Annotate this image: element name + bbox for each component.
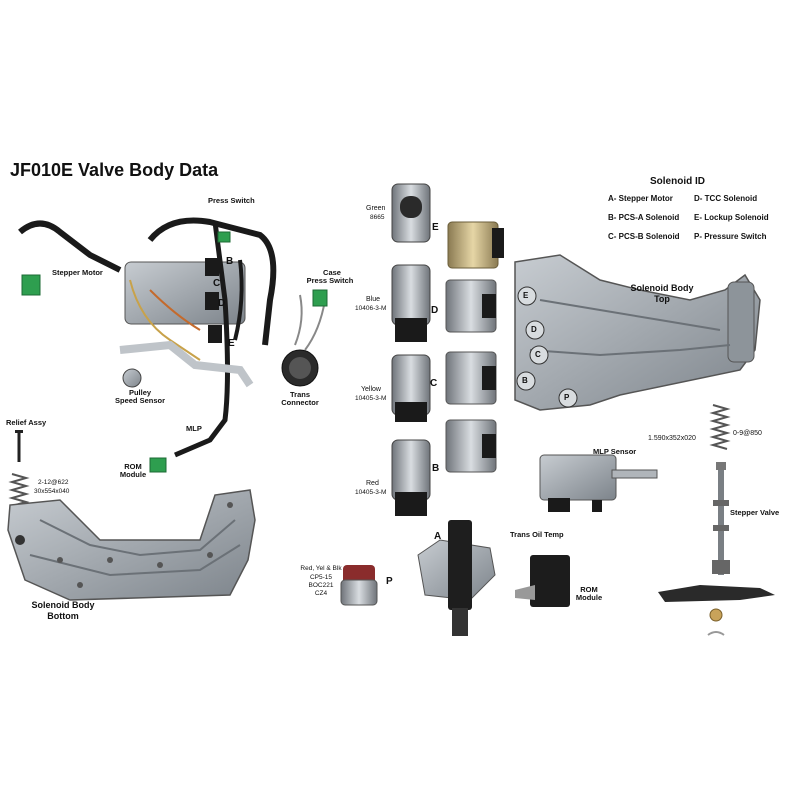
press-switch-connector — [217, 231, 231, 243]
connector-label: Connector — [281, 398, 319, 407]
mlp-sensor-label: MLP Sensor — [593, 447, 637, 456]
case-label: Case — [323, 268, 341, 277]
solenoid-b-part: 10405-3-M — [355, 489, 387, 496]
pressure-switch-part-1: CP5-15 — [309, 574, 333, 581]
trans-oil-temp-label: Trans Oil Temp — [510, 530, 564, 539]
solenoid-e-color: Green — [366, 205, 386, 212]
pulley-speed-sensor — [122, 368, 142, 388]
rom-module-part — [515, 555, 570, 607]
stepper-spring-spec-2: 0-9@850 — [733, 430, 762, 437]
relief-assembly — [8, 430, 30, 507]
pressure-switch — [340, 565, 378, 606]
top-body-letter-p: P — [564, 393, 570, 402]
solenoid-body-top-label-2: Top — [654, 294, 670, 304]
solenoid-c-color: Yellow — [361, 386, 381, 393]
press-switch-case-label: Press Switch — [306, 276, 354, 285]
pressure-switch-colors: Red, Yel & Blk — [300, 565, 342, 572]
top-body-letter-d: D — [531, 325, 537, 334]
harness-letter-c: C — [213, 278, 221, 289]
solenoid-id-p: P- Pressure Switch — [694, 232, 767, 241]
speed-sensor-label: Speed Sensor — [114, 396, 166, 405]
solenoid-id-a: A- Stepper Motor — [608, 194, 673, 203]
pressure-switch-part-3: CZ4 — [314, 590, 328, 597]
solenoid-body-top-plate — [514, 254, 761, 411]
stepper-valve-label: Stepper Valve — [730, 508, 780, 517]
solenoid-e-body — [447, 221, 499, 269]
solenoid-id-e: E- Lockup Solenoid — [694, 213, 769, 222]
stepper-motor-part — [417, 520, 496, 636]
harness-letter-b: B — [226, 256, 234, 267]
harness-letter-d: D — [218, 298, 226, 309]
solenoid-b-color: Red — [366, 480, 379, 487]
pressure-switch-letter: P — [386, 576, 393, 587]
solenoid-column — [391, 183, 504, 516]
solenoid-id-b: B- PCS-A Solenoid — [608, 213, 680, 222]
case-press-switch-connector — [312, 289, 328, 307]
press-switch-label: Press Switch — [208, 196, 255, 205]
harness-letter-e: E — [228, 338, 235, 349]
solenoid-d-color: Blue — [366, 296, 381, 303]
pulley-label: Pulley — [128, 388, 152, 397]
solenoid-body-bottom-label-1: Solenoid Body — [31, 600, 95, 610]
rom-module2-label-1: ROM — [580, 585, 598, 594]
trans-label: Trans — [289, 390, 310, 399]
stepper-motor-connector — [21, 274, 41, 296]
rom-module-connector — [149, 457, 167, 473]
top-body-letter-e: E — [523, 291, 529, 300]
mlp-sensor-part — [539, 454, 658, 512]
solenoid-b-letter: B — [432, 463, 440, 474]
relief-spring-spec-2: 30x554x040 — [34, 488, 70, 495]
relief-assy-label: Relief Assy — [6, 418, 47, 427]
solenoid-c-part: 10405-3-M — [355, 395, 387, 402]
stepper-valve-assembly — [658, 404, 775, 636]
relief-spring-spec-1: 2-12@622 — [38, 479, 69, 486]
solenoid-id-c: C- PCS-B Solenoid — [608, 232, 680, 241]
solenoid-body-bottom-label-2: Bottom — [47, 611, 79, 621]
solenoid-d-part: 10406-3-M — [355, 305, 387, 312]
top-body-letter-c: C — [535, 350, 541, 359]
wiring-harness — [18, 217, 328, 473]
solenoid-id-d: D- TCC Solenoid — [694, 194, 758, 203]
rom-module2-label-2: Module — [575, 593, 603, 602]
solenoid-id-title: Solenoid ID — [650, 176, 705, 187]
solenoid-body-bottom-plate — [7, 489, 256, 601]
pressure-switch-part-2: BOC221 — [308, 582, 334, 589]
solenoid-c-letter: C — [430, 378, 438, 389]
page-title: JF010E Valve Body Data — [10, 160, 219, 180]
solenoid-body-top-label-1: Solenoid Body — [630, 283, 694, 293]
stepper-motor-label: Stepper Motor — [52, 268, 103, 277]
top-body-letter-b: B — [522, 376, 528, 385]
mlp-label: MLP — [186, 424, 202, 433]
solenoid-e-part: 8665 — [370, 214, 385, 221]
stepper-motor-letter: A — [434, 531, 442, 542]
solenoid-d-letter: D — [431, 305, 439, 316]
stepper-spring-spec-1: 1.590x352x020 — [648, 435, 696, 442]
solenoid-e-letter: E — [432, 222, 439, 233]
module-label: Module — [119, 470, 147, 479]
rom-label: ROM — [124, 462, 142, 471]
